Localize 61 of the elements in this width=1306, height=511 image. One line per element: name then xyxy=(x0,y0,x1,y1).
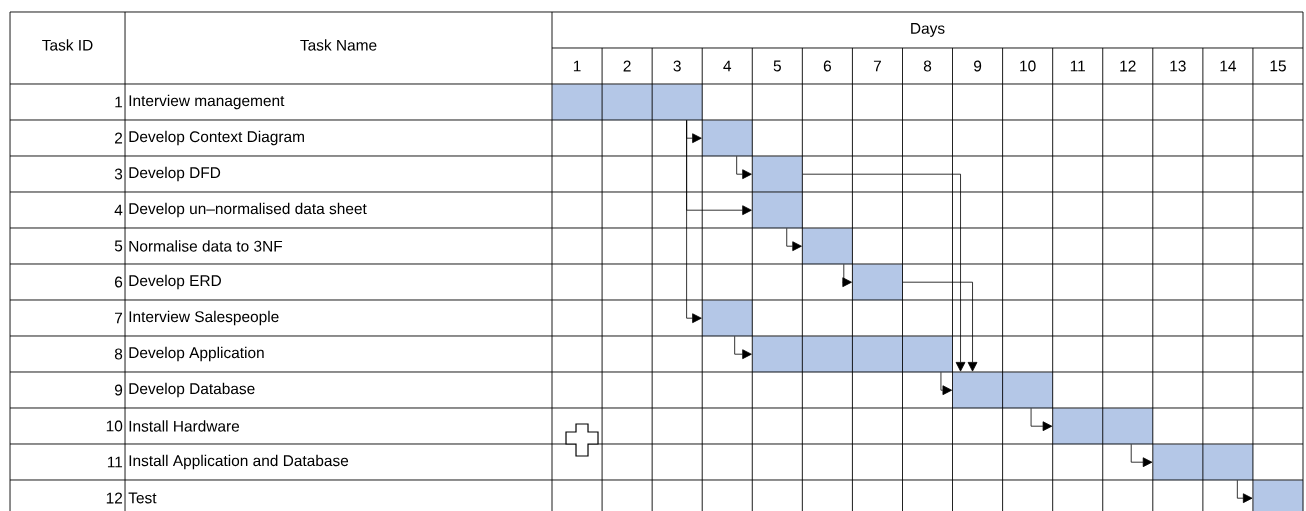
gantt-bar xyxy=(702,300,753,337)
dependency-arrow xyxy=(802,173,966,372)
task-id: 1 xyxy=(115,96,123,108)
task-name: Develop Database xyxy=(129,382,255,398)
day-number: 14 xyxy=(1220,60,1237,72)
task-id: 5 xyxy=(114,240,123,252)
gantt-bar xyxy=(752,156,803,193)
dependency-arrow xyxy=(902,281,978,372)
task-id: 7 xyxy=(115,312,123,324)
task-id: 11 xyxy=(107,456,123,468)
dependency-arrow xyxy=(786,228,802,252)
dependency-arrow xyxy=(1030,408,1053,432)
day-number: 8 xyxy=(923,60,932,72)
task-name: Develop un–normalised data sheet xyxy=(129,202,367,218)
day-number: 11 xyxy=(1070,60,1085,72)
task-name: Develop Application xyxy=(129,346,264,362)
gantt-bar xyxy=(752,336,953,373)
task-name: Interview Salespeople xyxy=(129,310,279,326)
task-name: Install Application and Database xyxy=(129,454,349,470)
task-id: 2 xyxy=(115,132,123,144)
column-header: Days xyxy=(911,23,945,37)
day-number: 13 xyxy=(1170,60,1186,72)
task-id: 4 xyxy=(114,204,123,216)
gantt-bar xyxy=(752,192,803,229)
dependency-arrow xyxy=(736,156,752,180)
task-id: 3 xyxy=(114,168,123,180)
task-name: Install Hardware xyxy=(129,420,240,432)
task-name: Develop ERD xyxy=(129,274,221,290)
dependency-arrow xyxy=(1130,444,1153,468)
gantt-bar xyxy=(1153,444,1254,481)
gantt-bar xyxy=(802,228,853,265)
gantt-bar xyxy=(1253,480,1304,511)
day-number: 5 xyxy=(773,60,781,72)
day-number: 4 xyxy=(723,60,732,72)
column-header: Task Name xyxy=(300,39,377,51)
day-number: 15 xyxy=(1270,60,1286,72)
gantt-bar xyxy=(702,120,753,157)
task-name: Test xyxy=(128,492,157,504)
task-id: 9 xyxy=(114,384,123,396)
task-id: 12 xyxy=(106,492,123,504)
task-name: Interview management xyxy=(129,94,285,110)
dependency-arrow xyxy=(734,336,752,360)
day-number: 7 xyxy=(873,60,881,72)
task-name: Develop Context Diagram xyxy=(129,130,304,146)
day-number: 9 xyxy=(974,60,982,72)
task-id: 8 xyxy=(114,348,123,360)
task-id: 6 xyxy=(115,276,123,288)
day-number: 12 xyxy=(1120,60,1136,72)
day-number: 6 xyxy=(823,60,831,72)
gantt-bar xyxy=(552,84,703,121)
task-id: 10 xyxy=(106,420,123,432)
task-name: Normalise data to 3NF xyxy=(129,240,283,252)
dependency-arrow xyxy=(686,120,702,324)
dependency-arrow xyxy=(842,264,852,288)
column-header: Task ID xyxy=(42,39,93,51)
day-number: 10 xyxy=(1020,60,1036,72)
gantt-bar xyxy=(952,372,1053,409)
task-name: Develop DFD xyxy=(129,166,221,182)
dependency-arrow xyxy=(1236,480,1253,504)
dependency-arrow xyxy=(940,372,953,396)
gantt-bar xyxy=(852,264,903,301)
